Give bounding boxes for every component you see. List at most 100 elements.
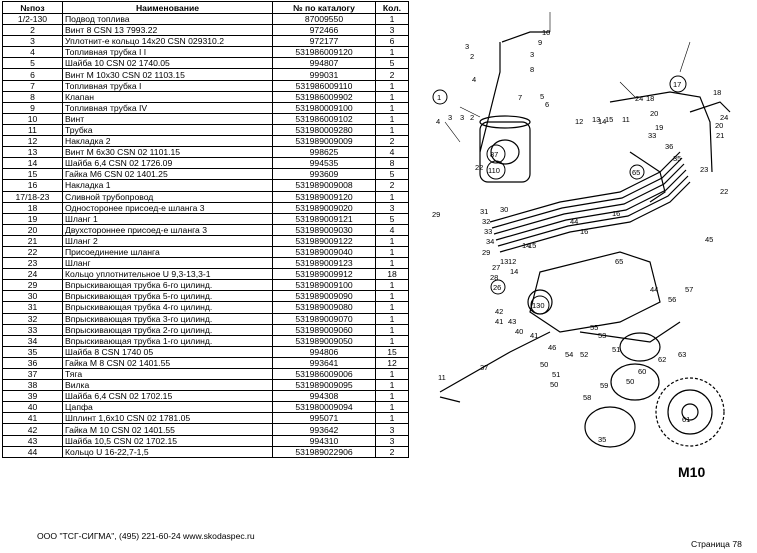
cell-position: 9 (2, 101, 63, 114)
svg-text:44: 44 (570, 217, 578, 226)
svg-text:14: 14 (598, 117, 606, 126)
cell-position: 39 (2, 390, 63, 403)
svg-text:59: 59 (600, 381, 608, 390)
cell-position: 1/2-130 (2, 12, 63, 26)
svg-text:3: 3 (530, 50, 534, 59)
cell-catalog-number: 531989009009 (272, 135, 376, 148)
cell-position: 2 (2, 24, 63, 37)
cell-quantity: 1 (375, 334, 409, 347)
svg-text:18: 18 (646, 94, 654, 103)
svg-text:11: 11 (622, 115, 630, 124)
cell-quantity: 1 (375, 123, 409, 137)
svg-text:50: 50 (540, 360, 548, 369)
drive-gear (655, 377, 725, 447)
cell-name: Шайба 10,5 CSN 02 1702.15 (62, 434, 273, 447)
injection-pipes (489, 151, 681, 223)
cell-quantity: 1 (375, 401, 409, 414)
svg-text:3: 3 (465, 42, 469, 51)
cell-position: 38 (2, 379, 63, 392)
cell-name: Трубка (62, 123, 273, 137)
cell-position: 30 (2, 290, 63, 303)
callout-17: 17 (673, 80, 681, 89)
cell-name: Шланг (62, 257, 273, 270)
cell-name: Гайка М 8 CSN 02 1401.55 (62, 356, 273, 370)
svg-text:13: 13 (592, 115, 600, 124)
cell-quantity: 1 (375, 312, 409, 325)
svg-text:31: 31 (480, 207, 488, 216)
model-label: M10 (678, 464, 705, 480)
cell-position: 20 (2, 223, 63, 236)
cell-name: Винт 8 CSN 13 7993.22 (62, 24, 273, 37)
cell-name: Шайба 6,4 CSN 02 1702.15 (62, 390, 273, 403)
svg-text:55: 55 (590, 323, 598, 332)
svg-text:61: 61 (682, 415, 690, 424)
cell-quantity: 1 (375, 90, 409, 103)
cell-quantity: 3 (375, 24, 409, 37)
svg-text:14: 14 (522, 241, 530, 250)
cell-name: Впрыскивающая трубка 3-го цилинд. (62, 312, 273, 325)
cell-quantity: 1 (375, 79, 409, 92)
svg-text:22: 22 (475, 163, 483, 172)
cell-name: Топливная трубка IV (62, 101, 273, 114)
cell-name: Уплотнит-е кольцо 14х20 CSN 029310.2 (62, 35, 273, 48)
cell-catalog-number: 531989009121 (272, 212, 376, 225)
cell-quantity: 5 (375, 212, 409, 225)
cell-catalog-number: 531989009070 (272, 312, 376, 325)
cell-quantity: 2 (375, 445, 409, 458)
cell-position: 15 (2, 168, 63, 181)
cell-name: Впрыскивающая трубка 1-го цилинд. (62, 334, 273, 347)
cell-position: 16 (2, 179, 63, 192)
cell-position: 10 (2, 112, 63, 125)
cell-position: 43 (2, 434, 63, 447)
svg-text:35: 35 (598, 435, 606, 444)
svg-text:18: 18 (713, 88, 721, 97)
svg-text:19: 19 (655, 123, 663, 132)
svg-text:33: 33 (484, 227, 492, 236)
callout-26: 26 (493, 283, 501, 292)
cell-quantity: 12 (375, 356, 409, 370)
cell-catalog-number: 531986009110 (272, 79, 376, 92)
svg-text:56: 56 (668, 295, 676, 304)
svg-text:51: 51 (552, 370, 560, 379)
svg-text:62: 62 (658, 355, 666, 364)
callout-130: 130 (532, 301, 545, 310)
flange-plate (584, 406, 636, 448)
cell-name: Присоединение шланга (62, 245, 273, 259)
cell-position: 36 (2, 356, 63, 370)
injection-pump (529, 251, 661, 333)
cell-name: Шплинт 1,6х10 CSN 02 1781.05 (62, 412, 273, 425)
cell-position: 11 (2, 123, 63, 137)
cell-position: 37 (2, 367, 63, 381)
svg-text:12: 12 (508, 257, 516, 266)
cell-catalog-number: 531989009100 (272, 279, 376, 292)
cell-position: 21 (2, 234, 63, 247)
cell-quantity: 1 (375, 379, 409, 392)
injector (629, 151, 666, 203)
cell-catalog-number: 531989009123 (272, 257, 376, 270)
cell-position: 42 (2, 423, 63, 436)
svg-text:33: 33 (648, 131, 656, 140)
svg-text:9: 9 (538, 38, 542, 47)
cell-position: 14 (2, 157, 63, 170)
cell-catalog-number: 531980009100 (272, 101, 376, 114)
svg-text:20: 20 (715, 121, 723, 130)
cell-name: Топливная трубка I I (62, 46, 273, 59)
svg-text:24: 24 (720, 113, 728, 122)
cell-catalog-number: 998625 (272, 146, 376, 159)
cell-catalog-number: 531989009008 (272, 179, 376, 192)
cell-quantity: 2 (375, 68, 409, 81)
fuel-filter (479, 121, 531, 183)
cell-catalog-number: 993641 (272, 356, 376, 370)
cell-position: 3 (2, 35, 63, 48)
